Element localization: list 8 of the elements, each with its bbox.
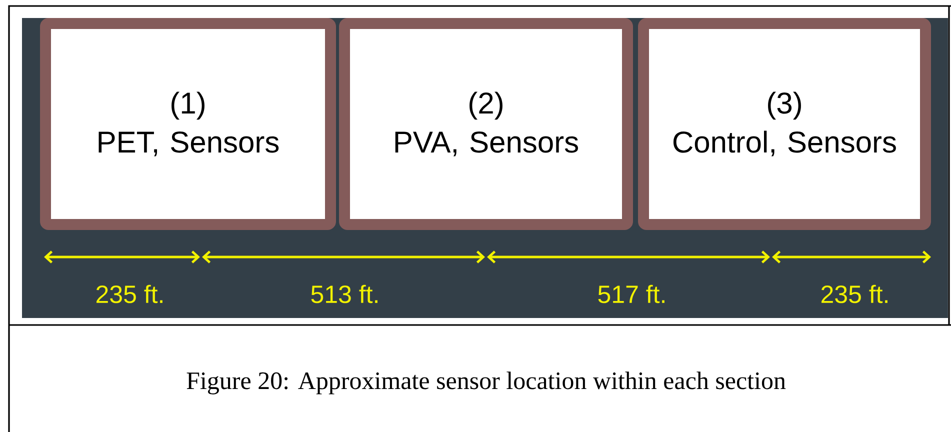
- caption: Figure 20: Approximate sensor location within each section: [186, 372, 786, 394]
- dimension-label: 513 ft.: [311, 284, 378, 304]
- dimension-label: 235 ft.: [822, 284, 888, 304]
- section-box: (1) PET, Sensors: [40, 18, 336, 230]
- dimension-label: 235 ft.: [96, 284, 162, 304]
- dimension-label: 517 ft.: [598, 284, 664, 304]
- section-box: (3) Control, Sensors: [638, 18, 931, 230]
- section-box: (2) PVA, Sensors: [339, 18, 633, 230]
